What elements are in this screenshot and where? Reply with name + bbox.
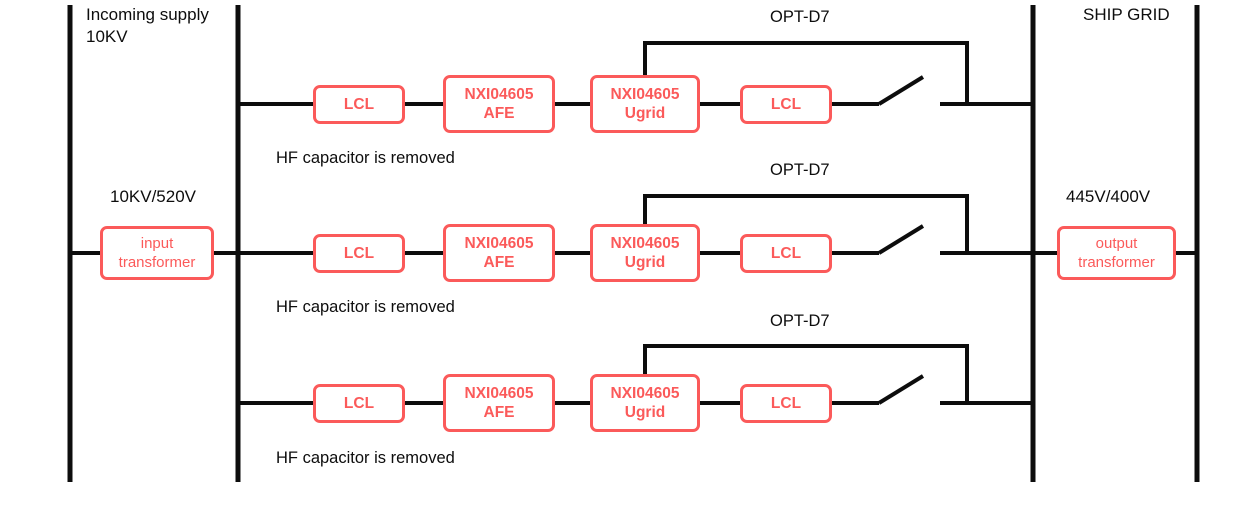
branch1-lcl-output-filter[interactable]: LCL: [740, 85, 832, 124]
branch3-lcl-output-filter[interactable]: LCL: [740, 384, 832, 423]
branch2-lcl-in-label: LCL: [343, 245, 375, 262]
label-input-voltage-ratio: 10KV/520V: [110, 187, 197, 206]
input-transformer-line1: input: [140, 235, 174, 252]
branch3-ugrid-line1: NXI04605: [610, 385, 680, 402]
output-transformer-line1: output: [1095, 235, 1138, 252]
bypass-link-branch3: [643, 344, 969, 403]
branch3-ugrid-line2: Ugrid: [624, 404, 666, 421]
branch3-lcl-input-filter[interactable]: LCL: [313, 384, 405, 423]
branch1-afe-line1: NXI04605: [464, 86, 534, 103]
input-transformer[interactable]: input transformer: [100, 226, 214, 280]
label-opt-d7-branch1: OPT-D7: [770, 8, 830, 26]
branch3-converter-afe[interactable]: NXI04605 AFE: [443, 374, 555, 432]
branch1-converter-afe[interactable]: NXI04605 AFE: [443, 75, 555, 133]
label-incoming-supply: Incoming supply 10KV: [86, 5, 209, 46]
label-opt-d7-branch3: OPT-D7: [770, 312, 830, 330]
branch2-ugrid-line2: Ugrid: [624, 254, 666, 271]
branch2-ugrid-line1: NXI04605: [610, 235, 680, 252]
branch2-lcl-input-filter[interactable]: LCL: [313, 234, 405, 273]
branch2-converter-afe[interactable]: NXI04605 AFE: [443, 224, 555, 282]
branch3-afe-line2: AFE: [483, 404, 515, 421]
branch3-lcl-out-label: LCL: [770, 395, 802, 412]
branch1-ugrid-line2: Ugrid: [624, 105, 666, 122]
branch1-hf-capacitor-note: HF capacitor is removed: [276, 149, 455, 167]
branch1-ugrid-line1: NXI04605: [610, 86, 680, 103]
label-output-voltage-ratio: 445V/400V: [1066, 187, 1151, 206]
switch-blade-branch1[interactable]: [877, 75, 925, 106]
branch2-lcl-output-filter[interactable]: LCL: [740, 234, 832, 273]
branch1-converter-ugrid[interactable]: NXI04605 Ugrid: [590, 75, 700, 133]
label-opt-d7-branch2: OPT-D7: [770, 161, 830, 179]
branch3-lcl-in-label: LCL: [343, 395, 375, 412]
branch2-afe-line2: AFE: [483, 254, 515, 271]
branch3-hf-capacitor-note: HF capacitor is removed: [276, 449, 455, 467]
branch1-lcl-input-filter[interactable]: LCL: [313, 85, 405, 124]
branch2-hf-capacitor-note: HF capacitor is removed: [276, 298, 455, 316]
branch2-lcl-out-label: LCL: [770, 245, 802, 262]
label-ship-grid: SHIP GRID: [1083, 5, 1170, 24]
bypass-link-branch1: [643, 41, 969, 104]
branch1-lcl-out-label: LCL: [770, 96, 802, 113]
branch1-lcl-in-label: LCL: [343, 96, 375, 113]
output-transformer-line2: transformer: [1078, 254, 1155, 271]
switch-blade-branch3[interactable]: [877, 374, 925, 405]
switch-blade-branch2[interactable]: [877, 224, 925, 255]
branch1-afe-line2: AFE: [483, 105, 515, 122]
branch2-afe-line1: NXI04605: [464, 235, 534, 252]
bypass-link-branch2: [643, 194, 969, 253]
branch2-converter-ugrid[interactable]: NXI04605 Ugrid: [590, 224, 700, 282]
branch3-converter-ugrid[interactable]: NXI04605 Ugrid: [590, 374, 700, 432]
output-transformer[interactable]: output transformer: [1057, 226, 1176, 280]
branch3-afe-line1: NXI04605: [464, 385, 534, 402]
input-transformer-line2: transformer: [118, 254, 196, 271]
